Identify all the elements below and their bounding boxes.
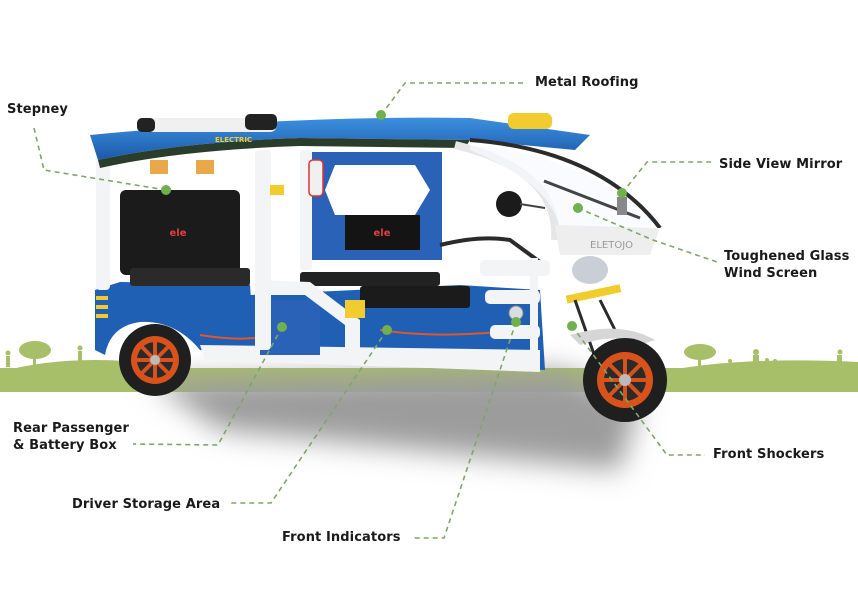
anchor-dots: [161, 110, 627, 335]
leader-front-indicators: [414, 321, 517, 539]
anchor-dot-toughened-glass: [573, 203, 583, 213]
leader-toughened-glass: [577, 207, 718, 263]
seat-logo: ele: [170, 228, 187, 239]
callout-stepney: Stepney: [7, 101, 68, 118]
leader-driver-storage: [228, 329, 388, 504]
callout-metal-roofing: Metal Roofing: [535, 74, 639, 91]
anchor-dot-driver-storage: [382, 325, 392, 335]
leader-side-view-mirror: [621, 161, 712, 194]
vehicle-body: ele ele: [95, 150, 545, 372]
leader-rear-passenger: [132, 326, 283, 446]
callout-text: Driver Storage Area: [72, 497, 221, 512]
roof-branding: ELECTRIC: [215, 136, 252, 144]
anchor-dot-front-indicators: [511, 317, 521, 327]
callout-text: Stepney: [7, 102, 68, 117]
callout-text: Rear Passenger: [13, 421, 129, 436]
anchor-dot-metal-roofing: [376, 110, 386, 120]
callout-text: Front Shockers: [713, 447, 825, 462]
front-section: ELETOJO: [439, 138, 662, 401]
windscreen-branding: ELETOJO: [590, 240, 633, 251]
panel-logo: ele: [374, 228, 391, 239]
callout-driver-storage: Driver Storage Area: [72, 496, 220, 513]
front-wheel: [583, 338, 667, 422]
vehicle-shadow: [150, 370, 640, 470]
callout-text: Front Indicators: [282, 530, 401, 545]
anchor-dot-front-shockers: [567, 321, 577, 331]
callout-text: Side View Mirror: [719, 157, 843, 172]
leader-lines: [33, 82, 718, 539]
callout-side-view-mirror: Side View Mirror: [719, 156, 842, 173]
callout-rear-passenger: Rear Passenger & Battery Box: [13, 420, 129, 454]
anchor-dot-side-view-mirror: [617, 188, 627, 198]
callout-toughened-glass: Toughened Glass Wind Screen: [724, 248, 849, 282]
callout-text: & Battery Box: [13, 438, 117, 453]
callout-text: Wind Screen: [724, 266, 818, 281]
metal-roof: ELECTRIC: [90, 113, 590, 168]
callout-text: Metal Roofing: [535, 75, 639, 90]
callout-text: Toughened Glass: [724, 249, 850, 264]
leader-metal-roofing: [380, 82, 525, 116]
callout-front-shockers: Front Shockers: [713, 446, 824, 463]
callout-front-indicators: Front Indicators: [282, 529, 401, 546]
anchor-dot-stepney: [161, 185, 171, 195]
rear-wheel: [119, 324, 191, 396]
anchor-dot-rear-passenger: [277, 322, 287, 332]
